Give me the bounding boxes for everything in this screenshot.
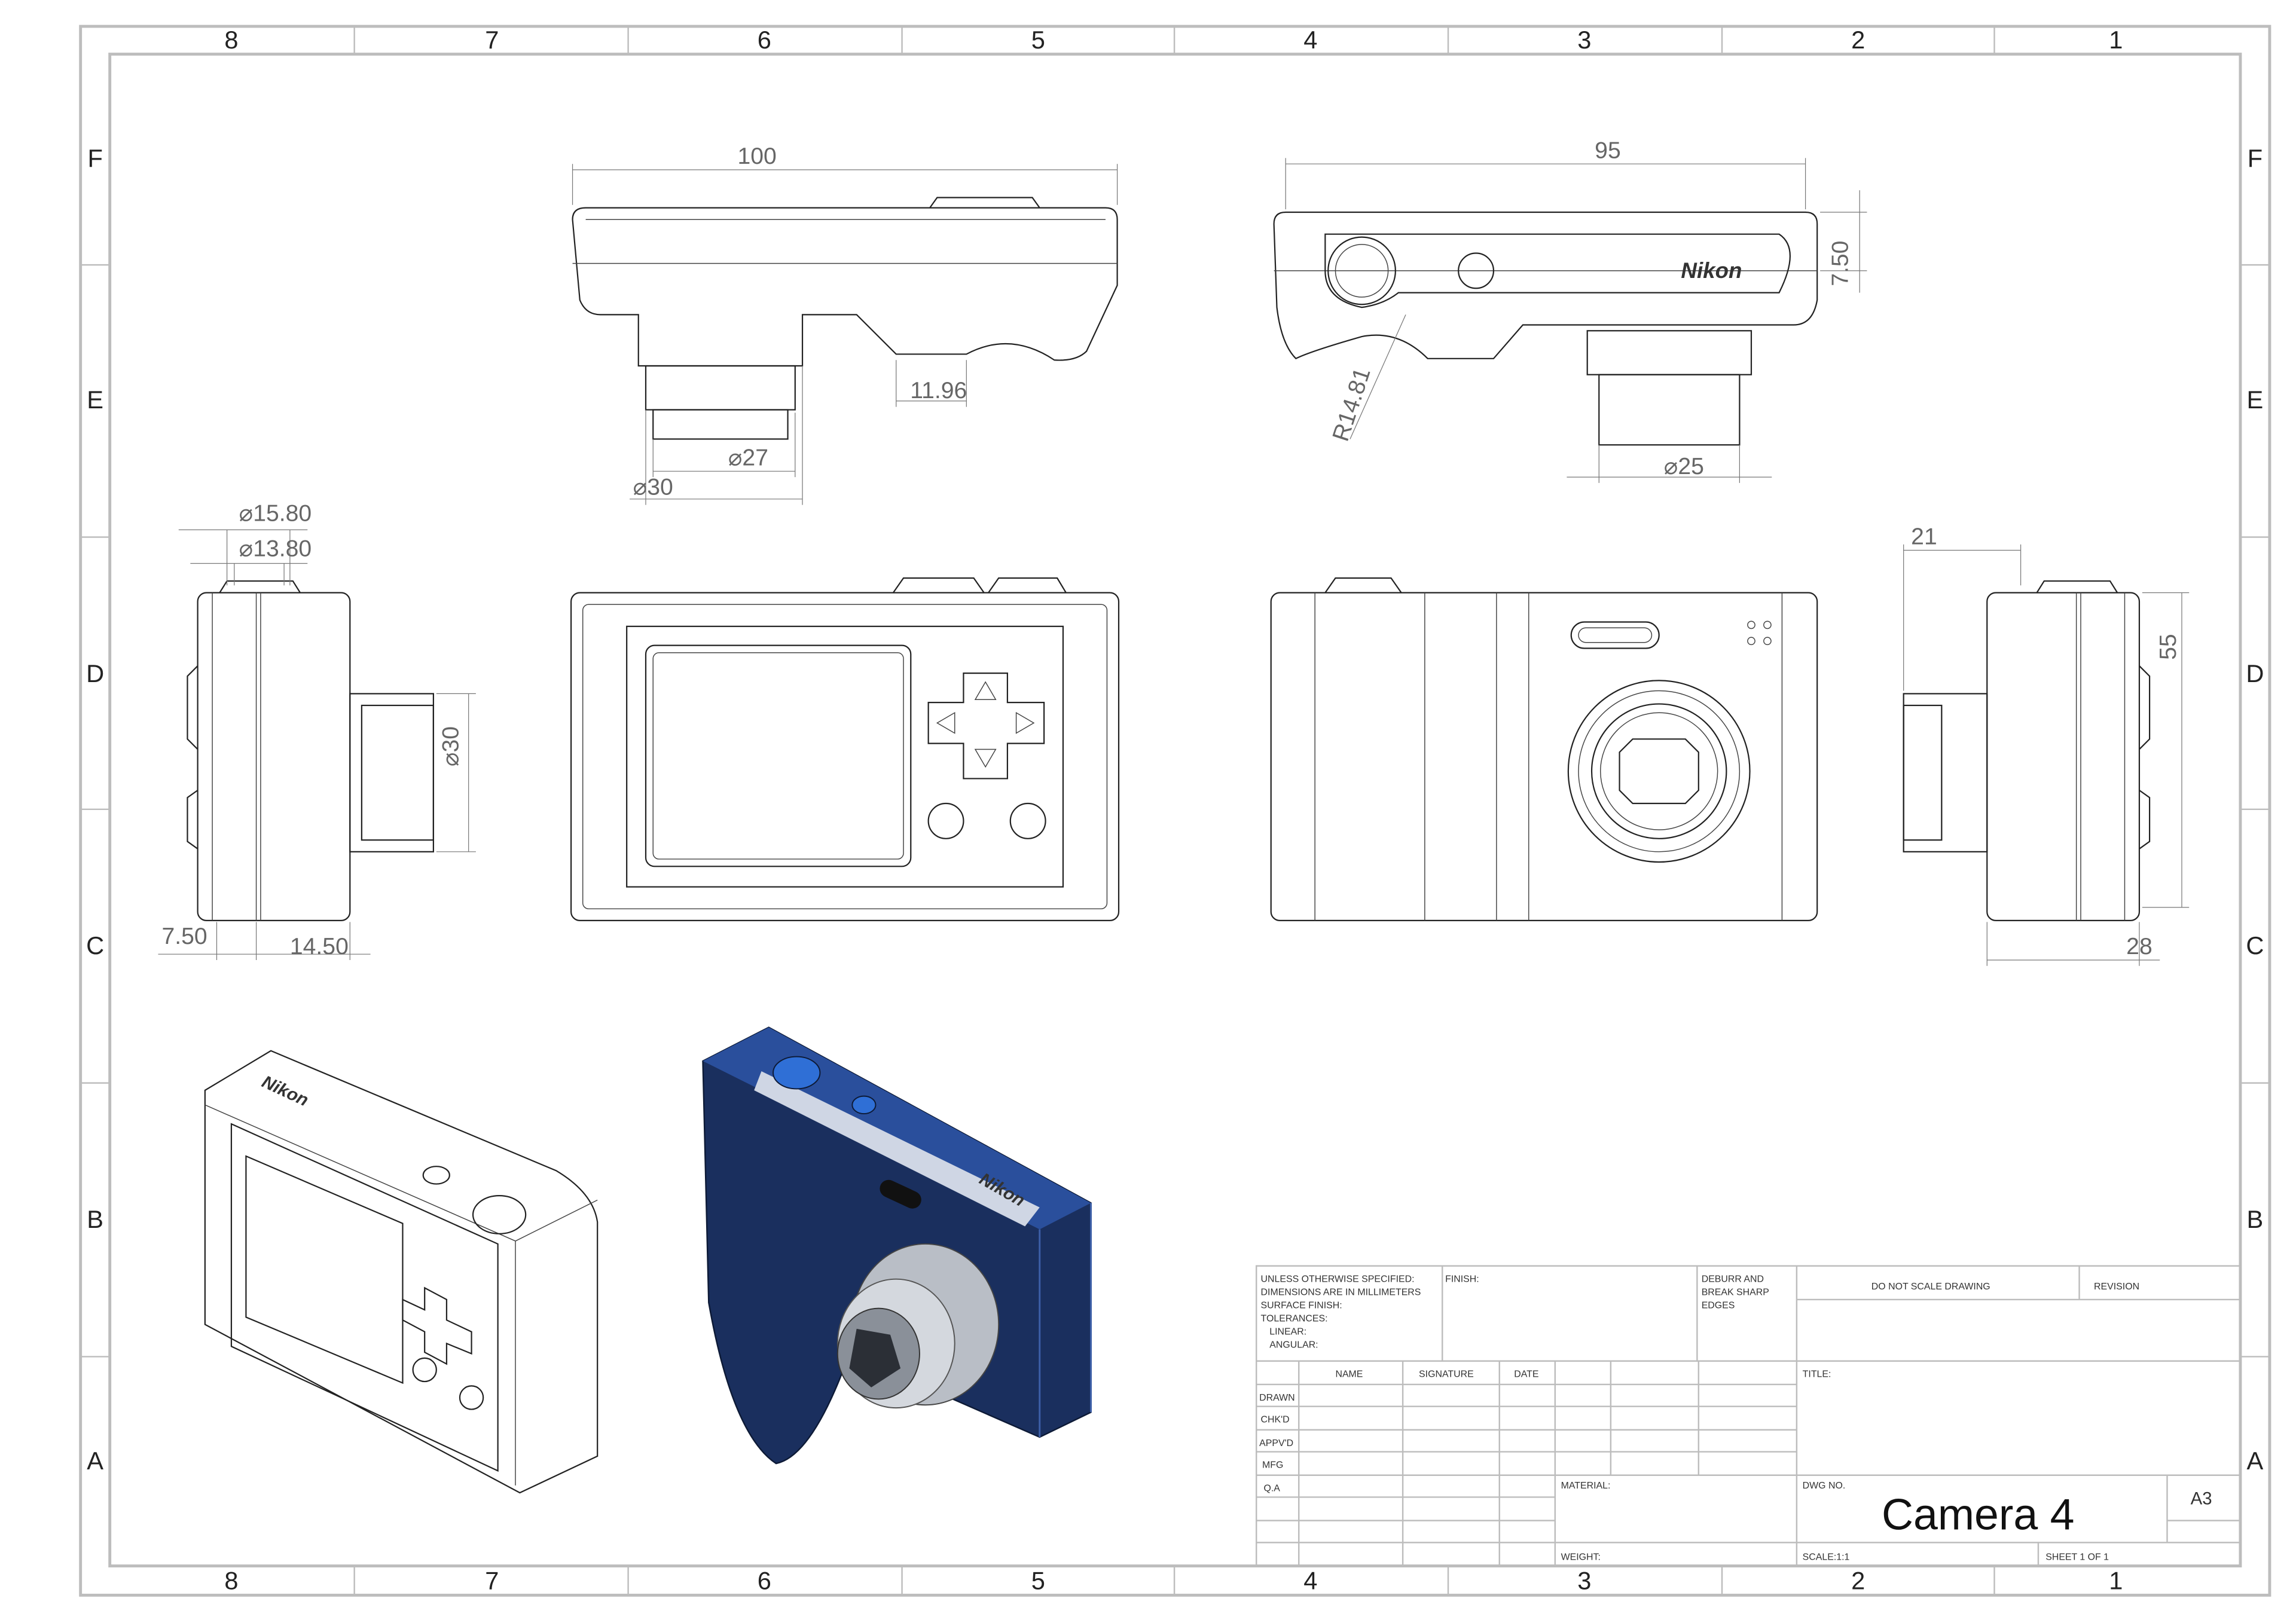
- dim-right-lens-depth: 21: [1911, 524, 1937, 550]
- general-note: UNLESS OTHERWISE SPECIFIED:: [1261, 1274, 1415, 1285]
- dim-side-depth: 14.50: [290, 934, 349, 959]
- back-view: [570, 577, 1120, 921]
- weight-label: WEIGHT:: [1561, 1552, 1601, 1563]
- col-label: 8: [224, 26, 238, 54]
- right-side-view: 21 55 28: [1903, 524, 2190, 966]
- general-note: ANGULAR:: [1269, 1340, 1318, 1350]
- sheet-size: A3: [2191, 1489, 2212, 1509]
- row-labels-right: F E D C B A: [2246, 144, 2264, 1475]
- nikon-logo-iso-line: Nikon: [259, 1072, 312, 1110]
- col-label: 7: [485, 1567, 499, 1595]
- column-labels-top: 8 7 6 5 4 3 2 1: [224, 26, 2123, 54]
- col-label: 4: [1303, 1567, 1317, 1595]
- row-label: B: [87, 1205, 103, 1233]
- title-block: UNLESS OTHERWISE SPECIFIED: DIMENSIONS A…: [1256, 1265, 2242, 1567]
- col-label: 3: [1577, 1567, 1591, 1595]
- col-label: 5: [1031, 1567, 1045, 1595]
- bottom-view: Nikon 95 7.50 R14.81 ⌀25: [1273, 137, 1867, 483]
- dim-side-offset: 7.50: [161, 924, 207, 949]
- dim-top-lens-inner: ⌀27: [728, 445, 768, 471]
- col-label: 4: [1303, 26, 1317, 54]
- row-label: D: [86, 659, 104, 687]
- dim-bottom-height: 7.50: [1828, 241, 1854, 286]
- dim-bottom-width: 95: [1595, 137, 1621, 163]
- revision-label: REVISION: [2094, 1282, 2139, 1292]
- dim-top-grip: 11.96: [910, 378, 967, 404]
- isometric-shaded-view: Nikon: [702, 1026, 1092, 1465]
- col-label: 2: [1851, 26, 1865, 54]
- title-label: TITLE:: [1803, 1370, 1831, 1380]
- col-label: 8: [224, 1567, 238, 1595]
- top-view: 100 11.96 ⌀27 ⌀30: [572, 143, 1118, 505]
- row-label: B: [2247, 1205, 2264, 1233]
- col-label: 1: [2109, 1567, 2123, 1595]
- isometric-line-view: Nikon: [204, 1050, 599, 1494]
- header-signature: SIGNATURE: [1419, 1370, 1474, 1380]
- sheet-number: SHEET 1 OF 1: [2045, 1552, 2109, 1563]
- role-drawn: DRAWN: [1259, 1393, 1295, 1403]
- header-name: NAME: [1335, 1370, 1363, 1380]
- col-label: 5: [1031, 26, 1045, 54]
- col-label: 6: [758, 26, 771, 54]
- left-side-view: ⌀15.80 ⌀13.80 ⌀30 7.50 14.50: [158, 501, 476, 960]
- dwg-no-label: DWG NO.: [1803, 1481, 1846, 1491]
- col-label: 1: [2109, 26, 2123, 54]
- general-note: DIMENSIONS ARE IN MILLIMETERS: [1261, 1288, 1421, 1298]
- deburr-note: BREAK SHARP: [1702, 1288, 1769, 1298]
- row-label: C: [2246, 931, 2264, 959]
- zone-dividers: [80, 26, 2270, 1596]
- deburr-note: DEBURR AND: [1702, 1274, 1764, 1285]
- row-label: D: [2246, 659, 2264, 687]
- nikon-logo-bottom: Nikon: [1681, 258, 1742, 283]
- general-note: TOLERANCES:: [1261, 1314, 1328, 1324]
- header-date: DATE: [1514, 1370, 1538, 1380]
- row-label: F: [87, 144, 102, 172]
- general-note: SURFACE FINISH:: [1261, 1301, 1342, 1311]
- row-label: E: [2247, 386, 2264, 414]
- dim-side-lens: ⌀30: [438, 726, 464, 766]
- dim-side-button-outer: ⌀15.80: [239, 501, 312, 527]
- col-label: 3: [1577, 26, 1591, 54]
- dim-top-lens-outer: ⌀30: [633, 474, 673, 500]
- scale: SCALE:1:1: [1803, 1552, 1850, 1563]
- dim-bottom-radius: R14.81: [1328, 365, 1376, 444]
- row-labels-left: F E D C B A: [86, 144, 104, 1475]
- inner-border: [108, 53, 2242, 1567]
- do-not-scale: DO NOT SCALE DRAWING: [1871, 1282, 1990, 1292]
- finish-label: FINISH:: [1445, 1274, 1479, 1285]
- row-label: C: [86, 931, 104, 959]
- front-view: [1270, 577, 1818, 921]
- row-label: E: [87, 386, 103, 414]
- col-label: 6: [758, 1567, 771, 1595]
- row-label: F: [2248, 144, 2263, 172]
- dim-top-width: 100: [737, 143, 776, 169]
- column-labels-bottom: 8 7 6 5 4 3 2 1: [224, 1567, 2123, 1595]
- role-qa: Q.A: [1263, 1484, 1280, 1494]
- dim-right-depth: 28: [2126, 934, 2152, 959]
- role-checked: CHK'D: [1261, 1415, 1290, 1425]
- row-label: A: [2247, 1447, 2264, 1475]
- general-note: LINEAR:: [1269, 1327, 1306, 1337]
- drawing-number: Camera 4: [1882, 1490, 2074, 1539]
- dim-right-height: 55: [2155, 634, 2181, 660]
- role-approved: APPV'D: [1259, 1438, 1293, 1448]
- col-label: 2: [1851, 1567, 1865, 1595]
- dim-bottom-lens: ⌀25: [1664, 454, 1704, 479]
- row-label: A: [87, 1447, 103, 1475]
- col-label: 7: [485, 26, 499, 54]
- role-mfg: MFG: [1262, 1460, 1283, 1470]
- dim-side-button-inner: ⌀13.80: [239, 536, 312, 561]
- deburr-note: EDGES: [1702, 1301, 1735, 1311]
- material-label: MATERIAL:: [1561, 1481, 1611, 1491]
